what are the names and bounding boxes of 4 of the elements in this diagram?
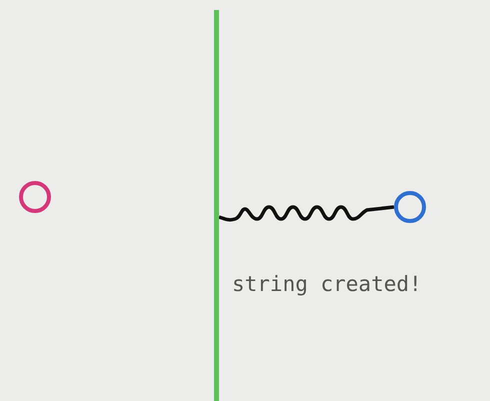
wavy-line bbox=[218, 205, 394, 222]
circle-marker bbox=[19, 181, 51, 213]
circle-marker bbox=[394, 191, 426, 223]
caption-text: string created! bbox=[232, 272, 422, 296]
